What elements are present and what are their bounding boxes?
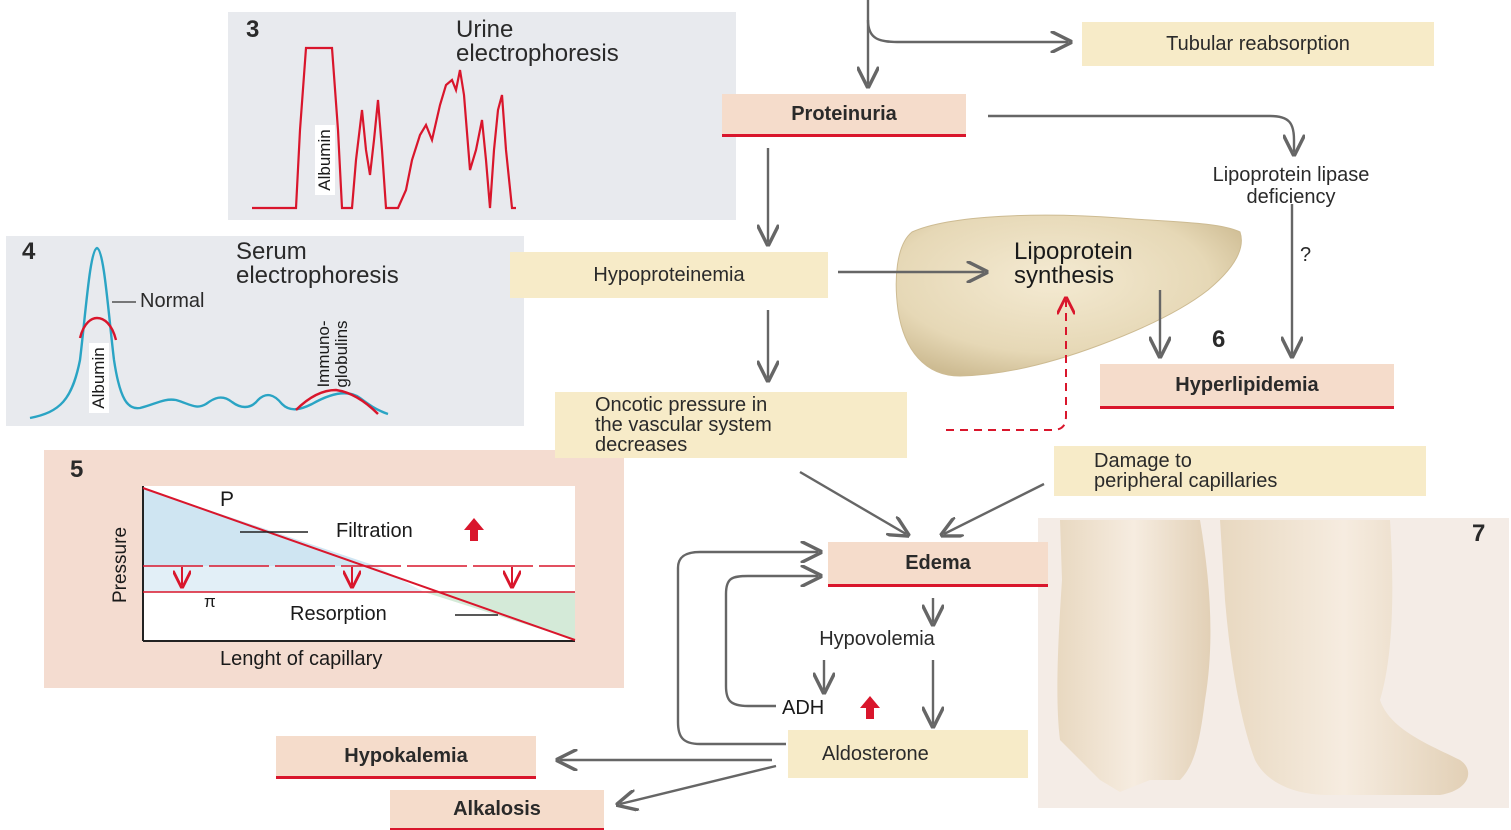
- serum-albumin-label: Albumin: [89, 343, 109, 413]
- hypoproteinemia-box: Hypoproteinemia: [510, 252, 828, 298]
- capillary-damage-box: Damage to peripheral capillaries: [1054, 446, 1426, 496]
- immuno-line2: globulins: [333, 299, 351, 409]
- hypovolemia-label: Hypovolemia: [782, 628, 972, 650]
- edema-box: Edema: [828, 542, 1048, 587]
- filtration-label: Filtration: [336, 520, 413, 543]
- legs-illustration: [1057, 520, 1468, 795]
- oncotic-line3: decreases: [595, 435, 687, 455]
- aldosterone-box: Aldosterone: [788, 730, 1028, 778]
- hypokalemia-box: Hypokalemia: [276, 736, 536, 779]
- lipo-synth-line2: synthesis: [1014, 264, 1133, 288]
- damage-line1: Damage to: [1094, 451, 1192, 471]
- capillary-length-axis-label: Lenght of capillary: [220, 648, 382, 671]
- lipase-line2: deficiency: [1150, 186, 1432, 208]
- adh-label: ADH: [782, 697, 824, 720]
- pi-label: π: [204, 592, 216, 612]
- tubular-reabsorption-box: Tubular reabsorption: [1082, 22, 1434, 66]
- immunoglobulins-label: Immuno- globulins: [315, 299, 351, 409]
- urine-albumin-label: Albumin: [315, 125, 335, 195]
- immuno-line1: Immuno-: [315, 299, 333, 409]
- p-label: P: [220, 488, 234, 512]
- pressure-axis-label: Pressure: [110, 520, 132, 610]
- lipase-line1: Lipoprotein lipase: [1150, 164, 1432, 186]
- lipo-synth-line1: Lipoprotein: [1014, 240, 1133, 264]
- damage-line2: peripheral capillaries: [1094, 471, 1277, 491]
- urine-trace: [252, 48, 516, 208]
- lipase-deficiency-label: Lipoprotein lipase deficiency: [1150, 164, 1432, 208]
- hyperlipidemia-box: Hyperlipidemia: [1100, 364, 1394, 409]
- aldosterone-label: Aldosterone: [822, 743, 929, 766]
- oncotic-line1: Oncotic pressure in: [595, 395, 767, 415]
- lipoprotein-synthesis-label: Lipoprotein synthesis: [1014, 240, 1133, 288]
- proteinuria-box: Proteinuria: [722, 94, 966, 137]
- oncotic-line2: the vascular system: [595, 415, 772, 435]
- unknown-mechanism-label: ?: [1300, 244, 1311, 266]
- resorption-label: Resorption: [290, 603, 387, 626]
- oncotic-pressure-box: Oncotic pressure in the vascular system …: [555, 392, 907, 458]
- alkalosis-box: Alkalosis: [390, 790, 604, 830]
